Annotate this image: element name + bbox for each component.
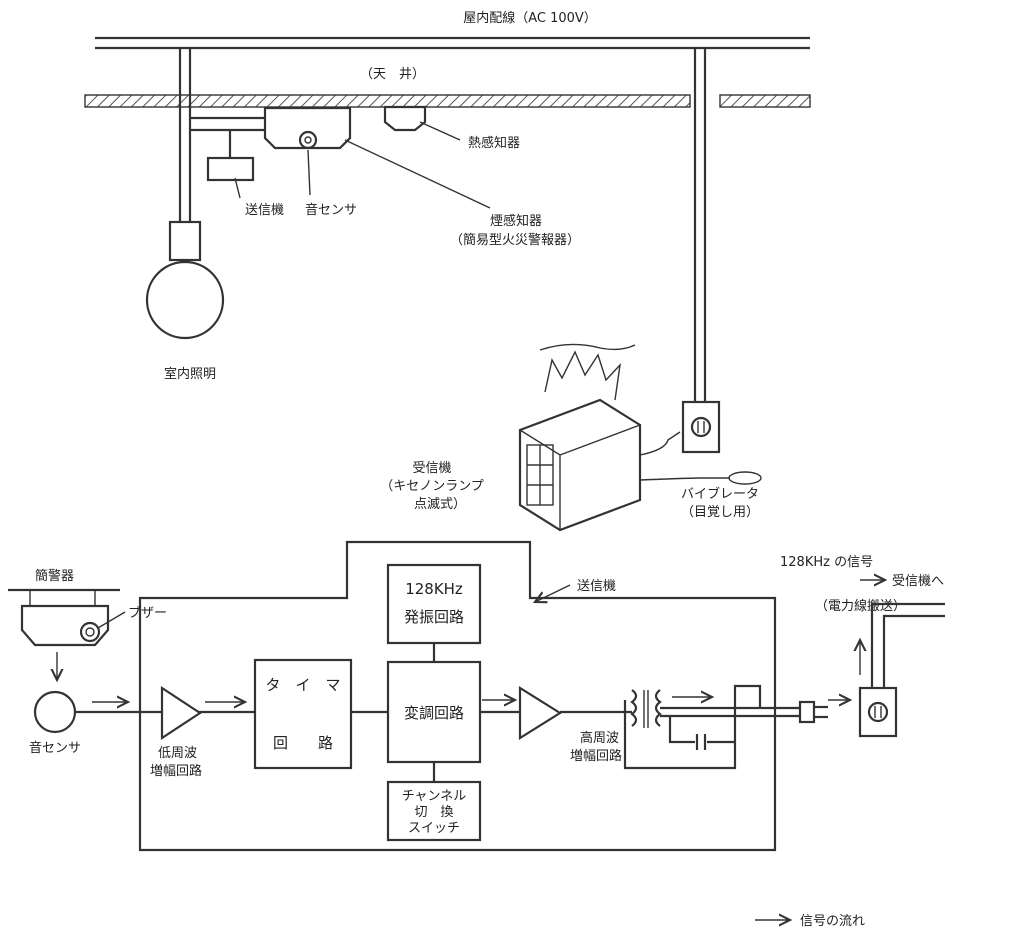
hf-amp-label-2: 増幅回路 bbox=[570, 748, 622, 764]
channel-switch-block bbox=[386, 780, 482, 842]
timer-circuit-block bbox=[253, 658, 353, 770]
room-light-icon: 室内照明 bbox=[145, 220, 225, 382]
sound-sensor-label-lower: 音センサ bbox=[29, 740, 81, 756]
room-light-label: 室内照明 bbox=[164, 366, 216, 382]
lower-block-diagram: 128KHz の信号 受信機へ （電力線搬送） 送信機 簡警器 ブザー 音センサ bbox=[8, 540, 945, 929]
sound-sensor-icon bbox=[33, 690, 77, 734]
outlet-wiring bbox=[693, 48, 707, 405]
transmitter-icon bbox=[206, 130, 255, 182]
ch-label-1: チャンネル bbox=[402, 789, 467, 804]
osc-label-2: 発振回路 bbox=[404, 608, 464, 626]
lf-amp-label-2: 増幅回路 bbox=[150, 763, 202, 779]
hf-amp-label-1: 高周波 bbox=[580, 730, 619, 746]
osc-label-1: 128KHz bbox=[405, 580, 463, 598]
wiring-label: 屋内配線（AC 100V） bbox=[463, 10, 597, 26]
ceiling: （天 井） bbox=[84, 67, 811, 108]
ch-label-2: 切 換 bbox=[414, 805, 453, 820]
to-receiver-label: 受信機へ bbox=[892, 574, 944, 589]
light-wiring bbox=[178, 48, 270, 225]
smoke-detector-icon bbox=[263, 106, 352, 150]
sound-sensor-label-upper: 音センサ bbox=[305, 202, 357, 218]
legend-label: 信号の流れ bbox=[800, 914, 865, 929]
smoke-detector-label-2: （簡易型火災警報器） bbox=[450, 232, 580, 248]
ch-label-3: スイッチ bbox=[408, 821, 460, 836]
timer-label-2: 回 路 bbox=[273, 734, 333, 752]
smoke-detector-label-1: 煙感知器 bbox=[490, 213, 542, 229]
transmitter-label-upper: 送信機 bbox=[245, 203, 284, 218]
heat-detector-label: 熱感知器 bbox=[468, 135, 520, 151]
modulator-label: 変調回路 bbox=[404, 704, 464, 722]
heat-detector-icon bbox=[383, 105, 427, 132]
receiver-label-3: 点滅式） bbox=[414, 497, 466, 512]
signal-128-label: 128KHz の信号 bbox=[780, 555, 873, 570]
oscillator-block bbox=[386, 563, 482, 645]
ceiling-label: （天 井） bbox=[360, 67, 425, 82]
vibrator-label-1: バイブレータ bbox=[681, 486, 759, 502]
outlet-lower-icon bbox=[858, 686, 898, 738]
hf-amplifier-icon bbox=[518, 686, 563, 740]
simple-alarm-icon bbox=[8, 588, 120, 647]
transmitter-label-lower: 送信機 bbox=[577, 579, 616, 594]
upper-scene: 屋内配線（AC 100V） （天 井） 室内照明 bbox=[84, 10, 811, 532]
modulator-block bbox=[386, 660, 482, 764]
vibrator-label-2: （目覚し用） bbox=[681, 505, 759, 520]
receiver-icon bbox=[518, 343, 762, 532]
indoor-wiring bbox=[95, 36, 810, 50]
timer-label-1: タ イ マ bbox=[265, 676, 340, 694]
outlet-upper-icon bbox=[681, 400, 721, 454]
receiver-label-1: 受信機 bbox=[412, 461, 451, 476]
simple-alarm-label: 簡警器 bbox=[35, 568, 74, 584]
buzzer-label: ブザー bbox=[128, 605, 167, 621]
receiver-label-2: （キセノンランプ bbox=[380, 479, 484, 494]
lf-amp-label-1: 低周波 bbox=[158, 746, 197, 761]
plug-icon bbox=[798, 700, 828, 724]
transmitter-enclosure bbox=[138, 540, 777, 852]
coupling-transformer-icon bbox=[630, 689, 662, 728]
lf-amplifier-icon bbox=[160, 685, 203, 741]
powerline-label: （電力線搬送） bbox=[815, 598, 906, 614]
